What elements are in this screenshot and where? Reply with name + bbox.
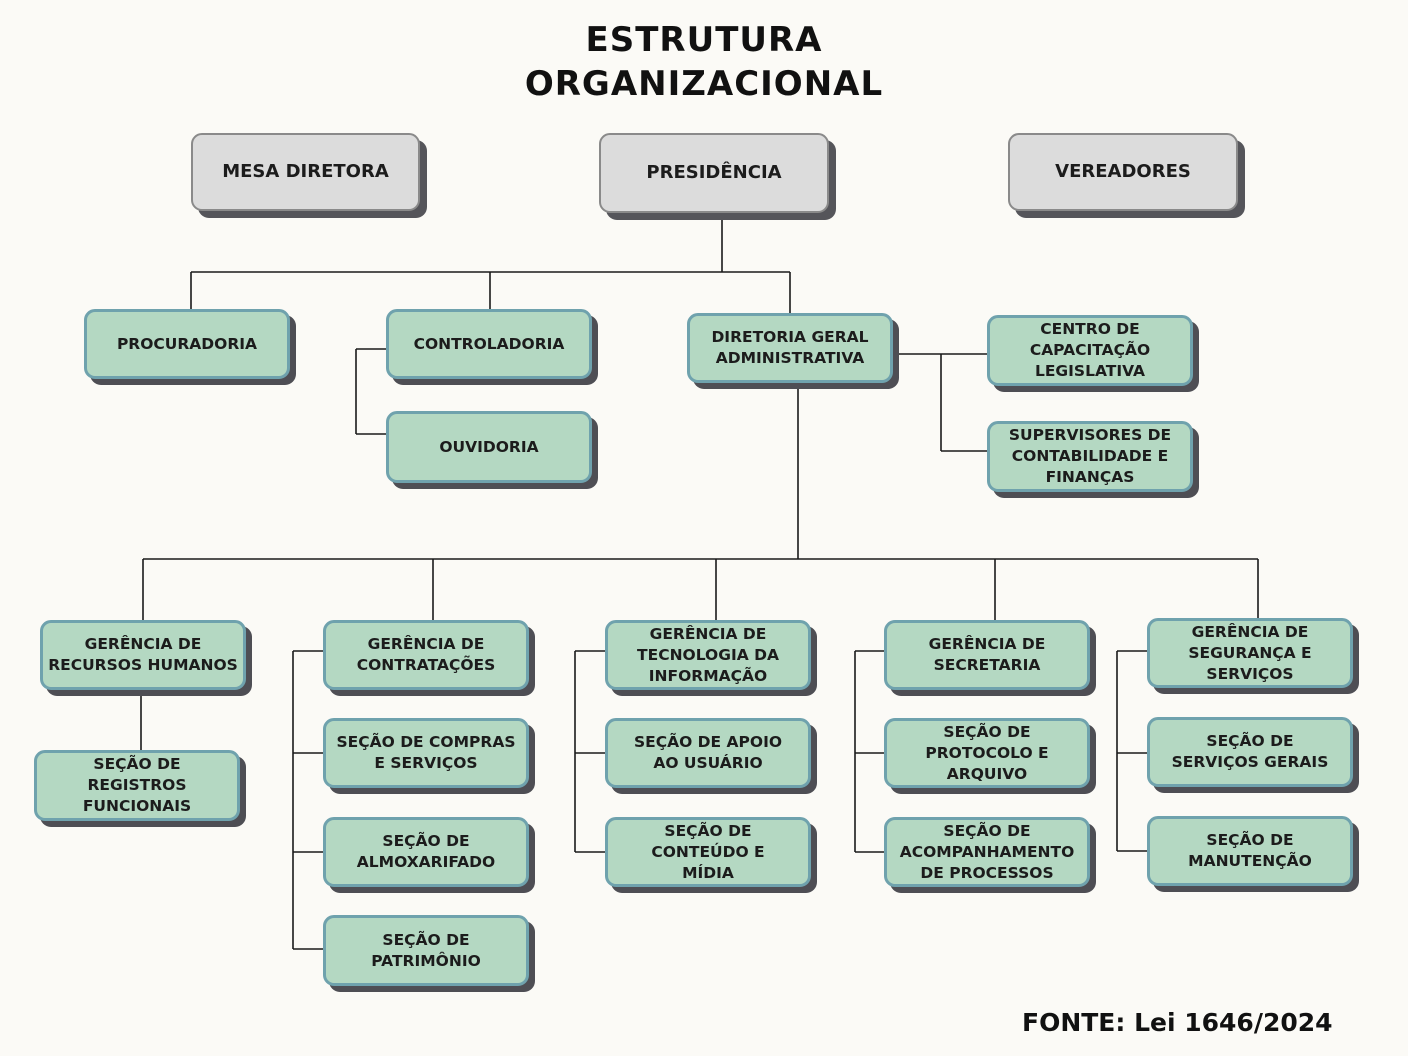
box-gerencia-seguranca-servicos: GERÊNCIA DE SEGURANÇA E SERVIÇOS <box>1147 618 1353 688</box>
box-secao-almoxarifado: SEÇÃO DE ALMOXARIFADO <box>323 817 529 887</box>
box-gerencia-contratacoes: GERÊNCIA DE CONTRATAÇÕES <box>323 620 529 690</box>
box-diretoria-geral-administrativa: DIRETORIA GERAL ADMINISTRATIVA <box>687 313 893 383</box>
box-mesa-diretora: MESA DIRETORA <box>191 133 420 211</box>
box-secao-conteudo-midia: SEÇÃO DE CONTEÚDO E MÍDIA <box>605 817 811 887</box>
box-gerencia-tecnologia-informacao: GERÊNCIA DE TECNOLOGIA DA INFORMAÇÃO <box>605 620 811 690</box>
box-secao-registros-funcionais: SEÇÃO DE REGISTROS FUNCIONAIS <box>34 750 240 821</box>
box-presidencia: PRESIDÊNCIA <box>599 133 829 213</box>
box-procuradoria: PROCURADORIA <box>84 309 290 379</box>
box-centro-capacitacao-legislativa: CENTRO DE CAPACITAÇÃO LEGISLATIVA <box>987 315 1193 386</box>
box-supervisores-contabilidade-financas: SUPERVISORES DE CONTABILIDADE E FINANÇAS <box>987 421 1193 492</box>
box-secao-manutencao: SEÇÃO DE MANUTENÇÃO <box>1147 816 1353 886</box>
box-secao-apoio-usuario: SEÇÃO DE APOIO AO USUÁRIO <box>605 718 811 788</box>
title-line-1: ESTRUTURA <box>585 20 823 60</box>
box-controladoria: CONTROLADORIA <box>386 309 592 379</box>
box-gerencia-secretaria: GERÊNCIA DE SECRETARIA <box>884 620 1090 690</box>
box-secao-compras-servicos: SEÇÃO DE COMPRAS E SERVIÇOS <box>323 718 529 788</box>
title-line-2: ORGANIZACIONAL <box>524 64 884 104</box>
box-secao-patrimonio: SEÇÃO DE PATRIMÔNIO <box>323 915 529 986</box>
box-gerencia-recursos-humanos: GERÊNCIA DE RECURSOS HUMANOS <box>40 620 246 690</box>
source-note: FONTE: Lei 1646/2024 <box>1022 1008 1333 1037</box>
box-secao-acompanhamento-processos: SEÇÃO DE ACOMPANHAMENTO DE PROCESSOS <box>884 817 1090 887</box>
box-ouvidoria: OUVIDORIA <box>386 411 592 483</box>
box-secao-servicos-gerais: SEÇÃO DE SERVIÇOS GERAIS <box>1147 717 1353 787</box>
page-title: ESTRUTURA ORGANIZACIONAL <box>404 18 1004 106</box>
box-secao-protocolo-arquivo: SEÇÃO DE PROTOCOLO E ARQUIVO <box>884 718 1090 788</box>
box-vereadores: VEREADORES <box>1008 133 1238 211</box>
